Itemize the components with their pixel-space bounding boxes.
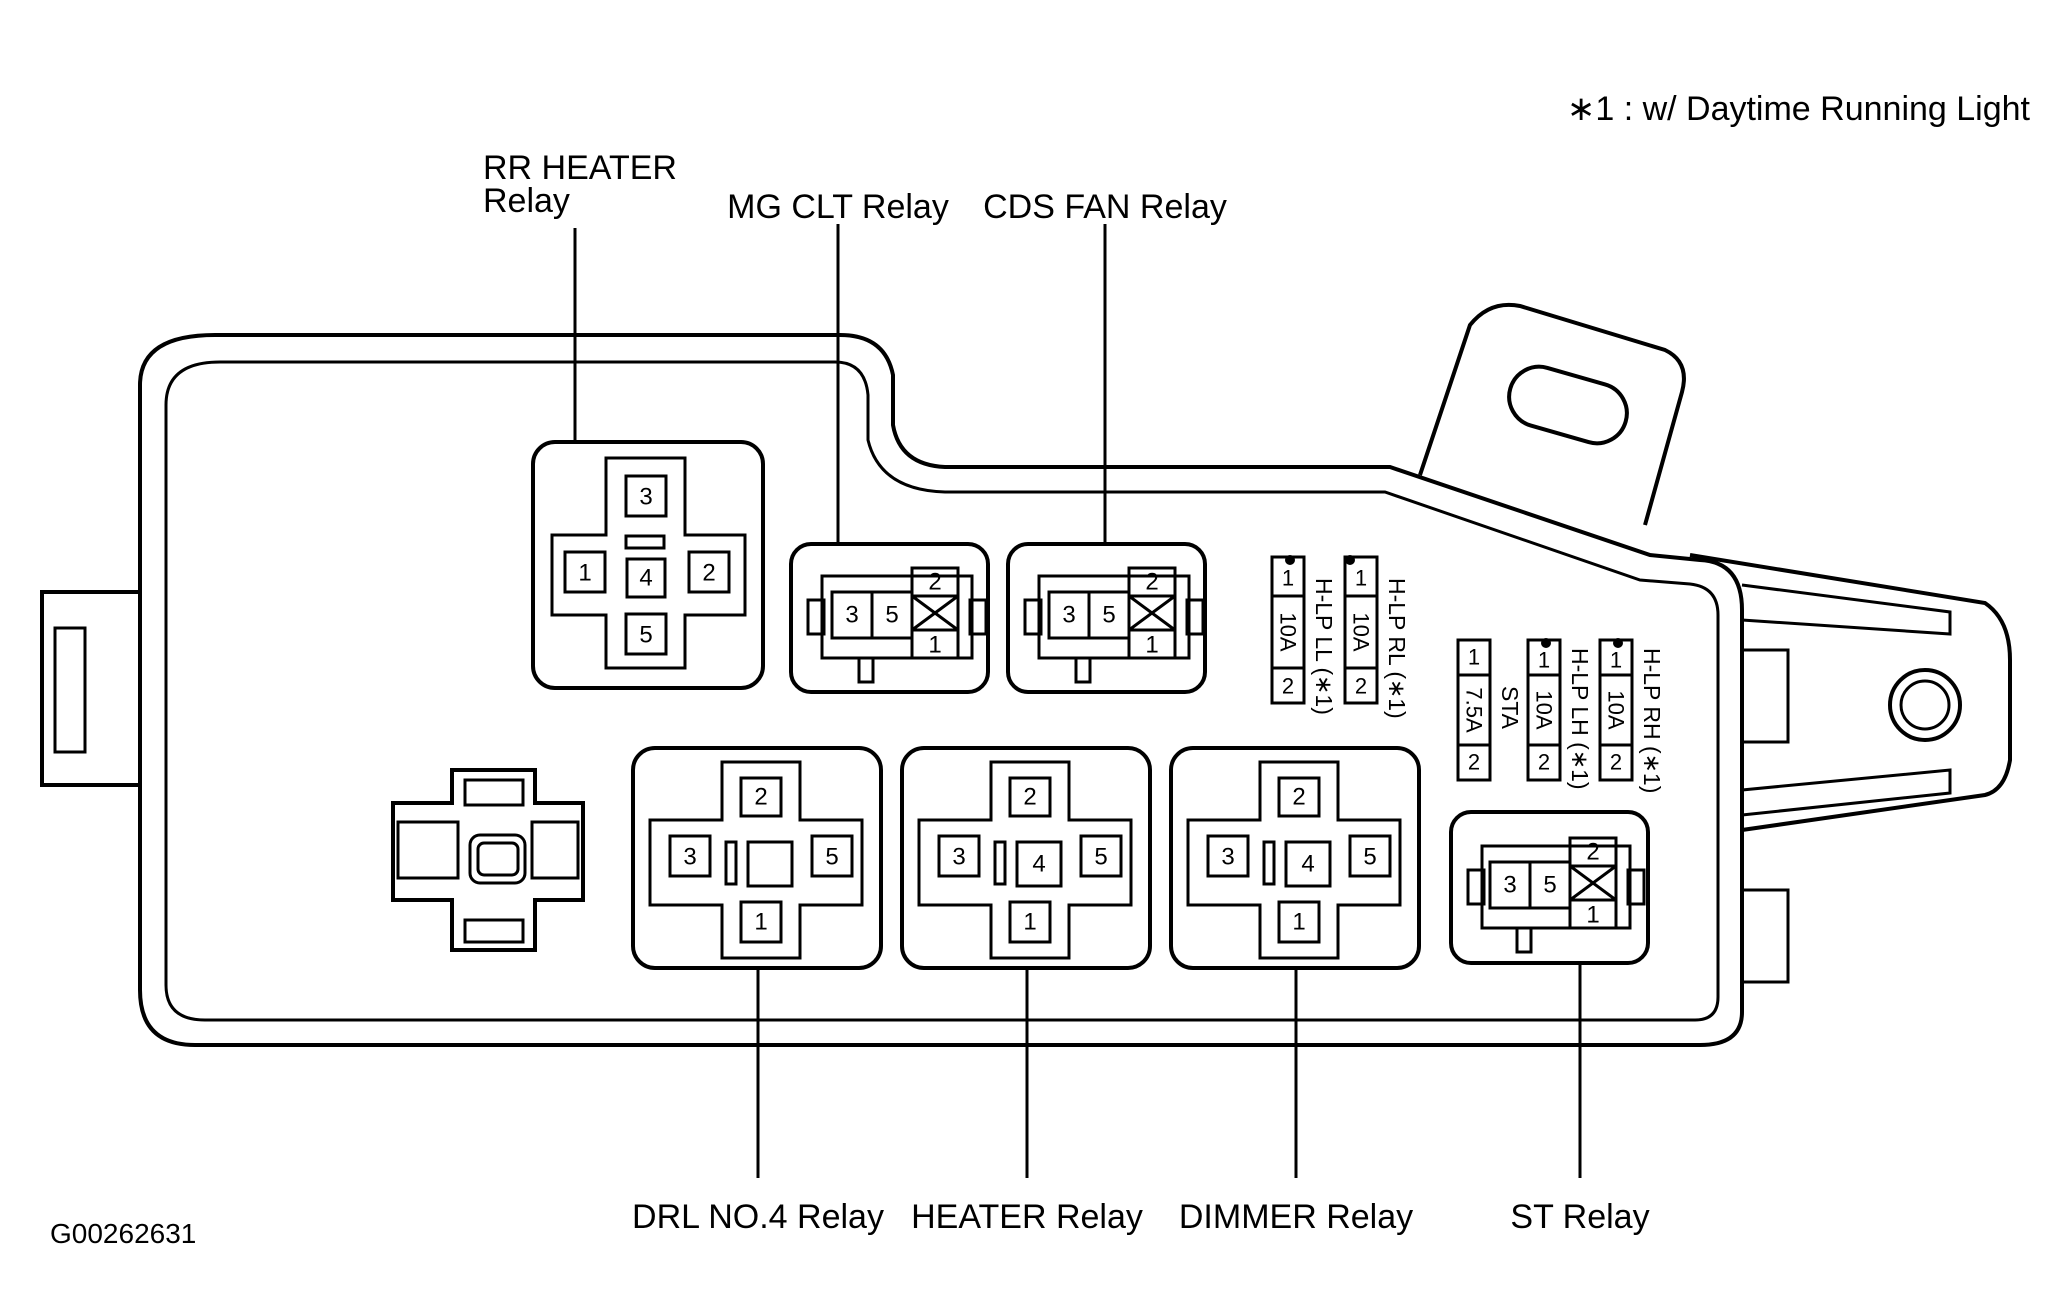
pin-1: 1 bbox=[1468, 645, 1480, 670]
pin-1: 1 bbox=[1586, 902, 1599, 929]
pin-2: 2 bbox=[754, 784, 767, 811]
pin-3: 3 bbox=[683, 844, 696, 871]
fuse-hlp-lh-name: H-LP LH (∗1) bbox=[1567, 648, 1593, 790]
fuse-hlp-rh: 1 10A 2 H-LP RH (∗1) bbox=[1598, 638, 1665, 793]
pin-2: 2 bbox=[1586, 839, 1599, 866]
pin-2: 2 bbox=[1282, 674, 1294, 699]
heater-relay: 2 3 4 5 1 bbox=[900, 746, 1152, 970]
pin-1: 1 bbox=[1282, 566, 1294, 591]
pin-4: 4 bbox=[1032, 851, 1045, 878]
figure-id: G00262631 bbox=[50, 1218, 196, 1249]
mg-clt-relay: 3 5 2 1 bbox=[789, 542, 990, 694]
pin-4: 4 bbox=[1301, 851, 1314, 878]
pin-5: 5 bbox=[1543, 872, 1556, 899]
st-relay-label: ST Relay bbox=[1510, 1198, 1649, 1236]
pin-2: 2 bbox=[1023, 784, 1036, 811]
dimmer-relay-label: DIMMER Relay bbox=[1179, 1198, 1413, 1236]
pin-1: 1 bbox=[1355, 566, 1367, 591]
fuse-hlp-rh-amp: 10A bbox=[1604, 690, 1629, 729]
spare-relay-socket bbox=[391, 768, 585, 952]
pin-2: 2 bbox=[1538, 750, 1550, 775]
pin-5: 5 bbox=[1094, 844, 1107, 871]
drl-no4-relay: 2 3 5 1 bbox=[631, 746, 883, 970]
pin-1: 1 bbox=[578, 560, 591, 587]
pin-2: 2 bbox=[1145, 569, 1158, 596]
pin-2: 2 bbox=[1292, 784, 1305, 811]
st-relay: 3 5 2 1 bbox=[1449, 810, 1650, 965]
pin-2: 2 bbox=[1355, 674, 1367, 699]
fuse-hlp-ll-name: H-LP LL (∗1) bbox=[1311, 578, 1337, 715]
fuse-hlp-ll-amp: 10A bbox=[1276, 612, 1301, 651]
pin-5: 5 bbox=[885, 602, 898, 629]
fuse-box-housing bbox=[40, 302, 2012, 1047]
cds-fan-relay-label: CDS FAN Relay bbox=[983, 188, 1227, 226]
pin-2: 2 bbox=[1468, 750, 1480, 775]
pin-2: 2 bbox=[1610, 750, 1622, 775]
fuse-hlp-rl-amp: 10A bbox=[1349, 612, 1374, 651]
pin-5: 5 bbox=[1102, 602, 1115, 629]
pin-3: 3 bbox=[952, 844, 965, 871]
pin-1: 1 bbox=[928, 632, 941, 659]
pin-3: 3 bbox=[1062, 602, 1075, 629]
pin-3: 3 bbox=[845, 602, 858, 629]
pin-5: 5 bbox=[1363, 844, 1376, 871]
pin-2: 2 bbox=[702, 560, 715, 587]
pin-1: 1 bbox=[1145, 632, 1158, 659]
fuse-hlp-rl-name: H-LP RL (∗1) bbox=[1384, 578, 1410, 719]
mg-clt-relay-label: MG CLT Relay bbox=[727, 188, 949, 226]
rr-heater-relay-label-line2: Relay bbox=[483, 182, 570, 220]
fuse-hlp-ll: 1 10A 2 H-LP LL (∗1) bbox=[1270, 555, 1337, 715]
pin-3: 3 bbox=[1503, 872, 1516, 899]
pin-5: 5 bbox=[825, 844, 838, 871]
leader-lines bbox=[573, 224, 1582, 1178]
pin-3: 3 bbox=[639, 484, 652, 511]
pin-1: 1 bbox=[1023, 909, 1036, 936]
pin-4: 4 bbox=[639, 565, 652, 592]
heater-relay-label: HEATER Relay bbox=[911, 1198, 1143, 1236]
fuse-hlp-rh-name: H-LP RH (∗1) bbox=[1639, 648, 1665, 793]
fuse-sta-name: STA bbox=[1497, 686, 1523, 730]
pin-1: 1 bbox=[1610, 648, 1622, 673]
footnote: ∗1 : w/ Daytime Running Light bbox=[1567, 90, 2031, 128]
fuse-sta: 1 7.5A 2 STA bbox=[1456, 638, 1523, 782]
fuse-hlp-lh: 1 10A 2 H-LP LH (∗1) bbox=[1526, 638, 1593, 790]
rr-heater-relay-label: RR HEATER bbox=[483, 149, 677, 187]
pin-1: 1 bbox=[1292, 909, 1305, 936]
drl-no4-relay-label: DRL NO.4 Relay bbox=[632, 1198, 884, 1236]
pin-5: 5 bbox=[639, 622, 652, 649]
pin-1: 1 bbox=[754, 909, 767, 936]
pin-2: 2 bbox=[928, 569, 941, 596]
pin-1: 1 bbox=[1538, 648, 1550, 673]
fuse-hlp-lh-amp: 10A bbox=[1532, 690, 1557, 729]
pin-3: 3 bbox=[1221, 844, 1234, 871]
fuse-hlp-rl: 1 10A 2 H-LP RL (∗1) bbox=[1343, 555, 1410, 719]
cds-fan-relay: 3 5 2 1 bbox=[1006, 542, 1207, 694]
fuse-sta-amp: 7.5A bbox=[1462, 687, 1487, 733]
dimmer-relay: 2 3 4 5 1 bbox=[1169, 746, 1421, 970]
rr-heater-relay: 3 1 4 2 5 bbox=[531, 440, 765, 690]
